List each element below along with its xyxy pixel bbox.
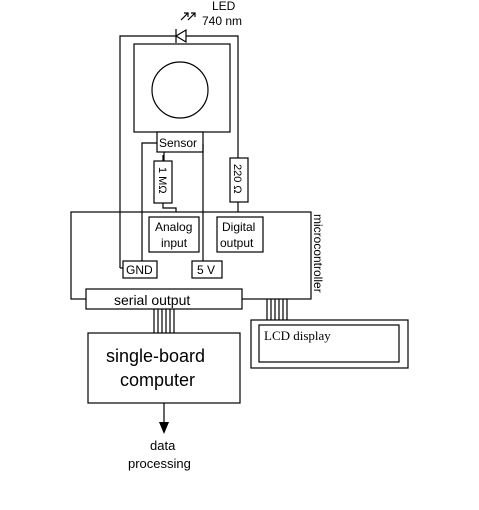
lcd-display-label: LCD display <box>264 328 331 343</box>
data-processing-line2: processing <box>128 456 191 471</box>
analog-input-box <box>148 216 200 253</box>
led-wire-right <box>186 35 239 140</box>
gnd-pin-box <box>122 260 158 279</box>
resistor-220ohm-label: 220 Ω <box>231 164 243 194</box>
lcd-display-screen <box>258 324 400 363</box>
serial-output-label: serial output <box>114 292 190 308</box>
led-wire <box>119 35 178 268</box>
serial-output-box <box>85 288 243 310</box>
digital-output-line1: Digital <box>222 220 255 234</box>
single-board-computer-box <box>87 332 241 404</box>
sensor-aperture <box>151 61 209 119</box>
analog-input-line2: input <box>161 236 188 250</box>
microcontroller-label: microcontroller <box>311 214 325 293</box>
led-label-line1: LED <box>212 0 236 13</box>
digital-output-box <box>216 216 264 253</box>
computer-label-line2: computer <box>120 370 195 390</box>
led-diode-icon <box>174 28 187 44</box>
data-processing-line1: data <box>150 438 176 453</box>
analog-input-line1: Analog <box>155 220 192 234</box>
lcd-bus-wires <box>266 299 288 320</box>
digital-output-line2: output <box>220 236 254 250</box>
sensor-label-box <box>156 131 204 153</box>
resistor-1mohm-label: 1 MΩ <box>156 167 168 194</box>
computer-label-line1: single-board <box>106 346 205 366</box>
sensor-label: Sensor <box>159 136 197 150</box>
light-emission-icon <box>180 12 196 21</box>
arrow-down-icon <box>159 403 169 434</box>
5v-pin-label: 5 V <box>197 263 215 277</box>
5v-pin-box <box>191 260 223 279</box>
resistor-220ohm <box>229 157 249 203</box>
led-label-line2: 740 nm <box>202 14 242 28</box>
serial-bus-wires <box>153 309 175 333</box>
gnd-pin-label: GND <box>126 263 153 277</box>
